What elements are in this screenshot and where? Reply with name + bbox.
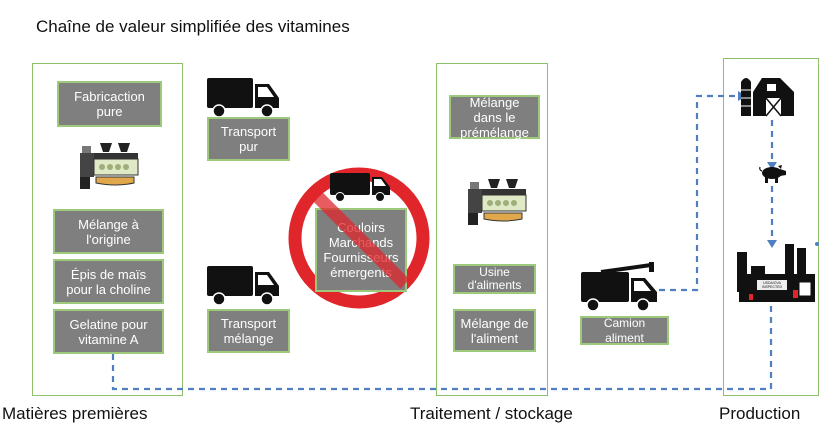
box-melange-origine: Mélange à l'origine bbox=[53, 209, 164, 254]
truck-icon bbox=[207, 78, 279, 118]
box-melange-premelange: Mélange dans le prémélange bbox=[449, 95, 540, 140]
production-column bbox=[723, 58, 819, 396]
box-transport-melange: Transport mélange bbox=[207, 309, 290, 353]
box-usine-aliments: Usine d'aliments bbox=[453, 264, 536, 294]
prohibited-sign-icon bbox=[288, 167, 430, 309]
barn-silo-icon bbox=[741, 78, 794, 117]
box-transport-pur: Transport pur bbox=[207, 117, 290, 161]
factory-sign: USDA/OVA INSPECTED bbox=[761, 281, 783, 289]
label-production: Production bbox=[719, 404, 801, 423]
box-gelatine: Gelatine pour vitamine A bbox=[53, 309, 164, 354]
box-epis-mais: Épis de maïs pour la choline bbox=[53, 259, 164, 304]
processing-column bbox=[436, 63, 548, 396]
box-melange-aliment: Mélange de l'aliment bbox=[453, 309, 536, 352]
factory-icon bbox=[737, 242, 819, 302]
box-fabrication-pure: Fabricaction pure bbox=[57, 81, 162, 127]
raw-materials-column bbox=[32, 63, 183, 396]
truck-icon bbox=[207, 266, 279, 306]
box-camion-aliment: Camion aliment bbox=[580, 316, 669, 345]
mixer-machine-icon bbox=[80, 143, 139, 189]
label-processing: Traitement / stockage bbox=[410, 404, 573, 423]
feed-truck-icon bbox=[581, 262, 657, 312]
diagram-title: Chaîne de valeur simplifiée des vitamine… bbox=[36, 17, 350, 36]
pig-icon bbox=[759, 165, 786, 183]
label-raw-materials: Matières premières bbox=[2, 404, 148, 423]
prohibited-slash bbox=[308, 187, 410, 289]
mixer-machine-icon bbox=[468, 179, 527, 225]
